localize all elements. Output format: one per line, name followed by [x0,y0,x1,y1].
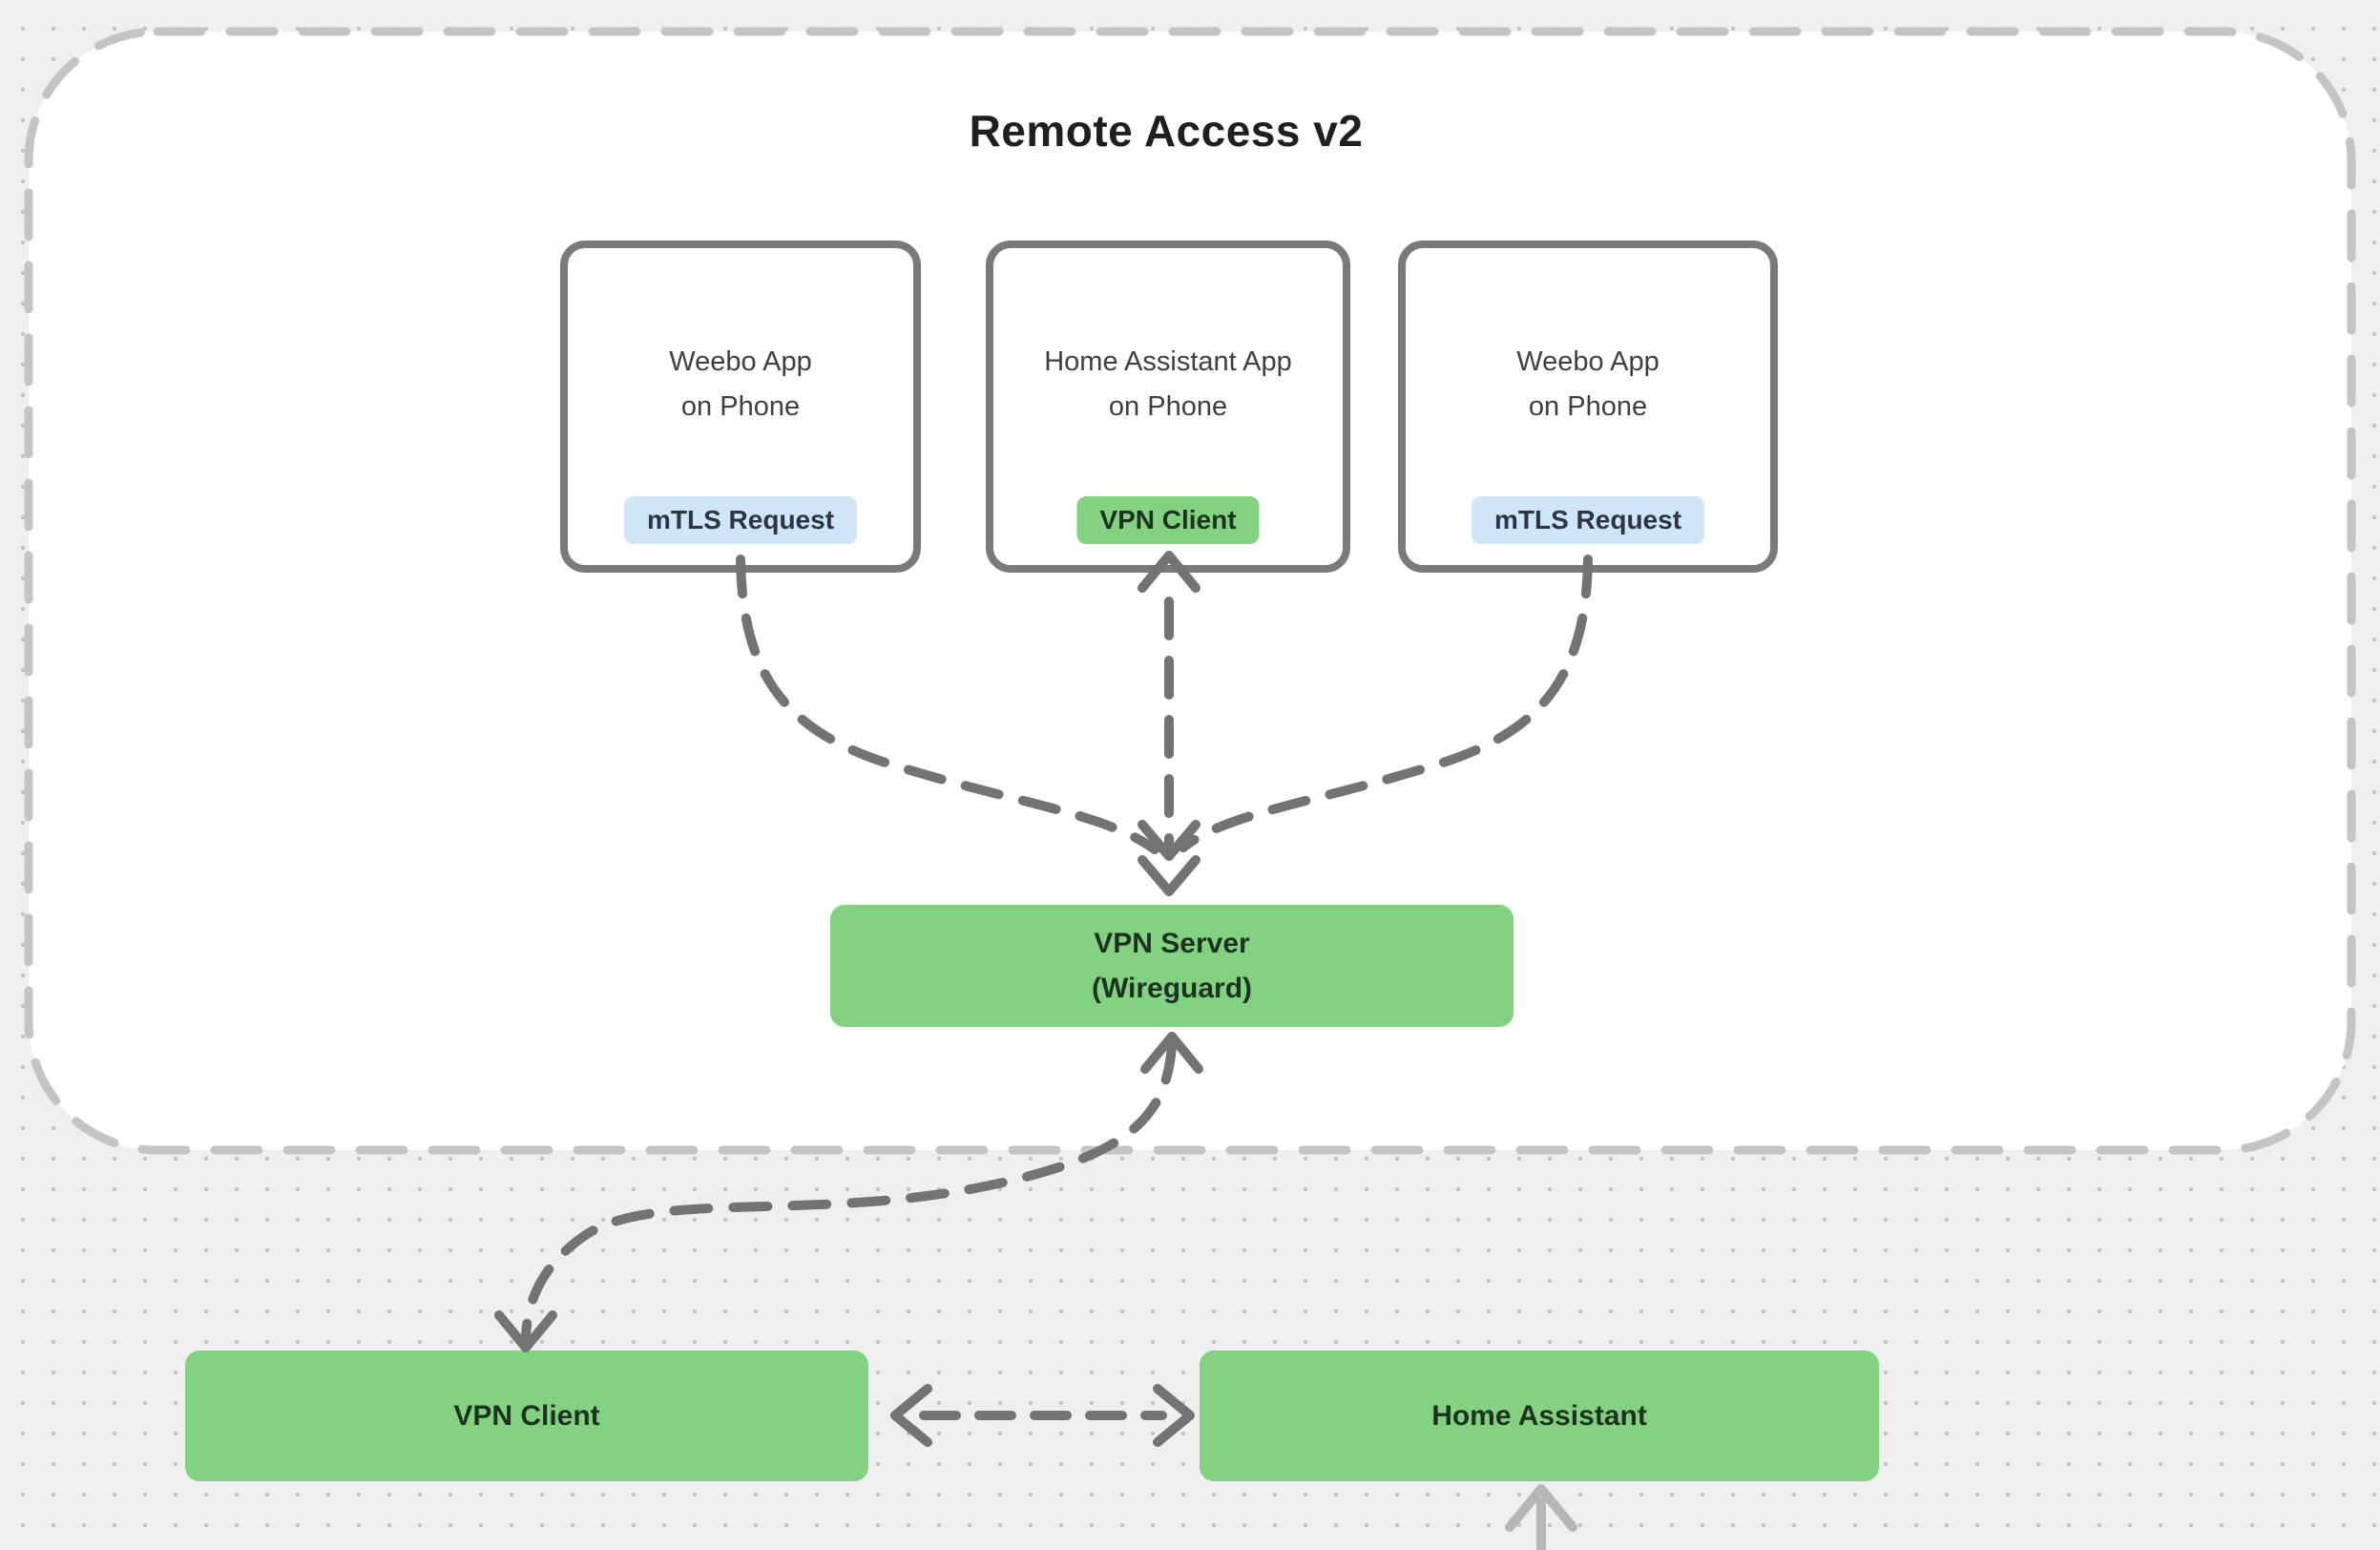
node-label: Weebo App on Phone [1406,340,1770,429]
node-label-line1: Home Assistant App [1044,346,1292,377]
node-label-line2: on Phone [1528,391,1648,422]
node-weebo-app-left[interactable]: Weebo App on Phone mTLS Request [560,241,921,573]
node-label: VPN Client [453,1400,600,1432]
badge-mtls-request[interactable]: mTLS Request [623,496,858,544]
node-label-line2: (Wireguard) [1091,973,1253,1004]
arrowhead-left-icon [890,1384,932,1447]
node-label-line2: on Phone [680,391,801,422]
node-label: Home Assistant App on Phone [993,340,1343,429]
badge-mtls-request[interactable]: mTLS Request [1471,496,1705,544]
badge-vpn-client[interactable]: VPN Client [1076,496,1260,544]
node-label-line1: VPN Server [1094,928,1250,959]
node-label: Home Assistant [1431,1400,1647,1432]
node-label-line2: on Phone [1108,391,1228,422]
node-vpn-client[interactable]: VPN Client [185,1351,868,1481]
node-home-assistant[interactable]: Home Assistant [1200,1351,1879,1481]
arrowhead-right-icon [1153,1384,1195,1447]
arrowhead-up-icon [1505,1484,1577,1532]
arrowhead-down-icon [494,1310,557,1352]
node-home-assistant-app[interactable]: Home Assistant App on Phone VPN Client [986,241,1350,573]
page-title: Remote Access v2 [969,106,1364,156]
node-vpn-server[interactable]: VPN Server (Wireguard) [830,905,1514,1027]
node-label: Weebo App on Phone [568,340,913,429]
node-label-line1: Weebo App [669,346,812,377]
node-label-line1: Weebo App [1516,346,1660,377]
node-weebo-app-right[interactable]: Weebo App on Phone mTLS Request [1398,241,1778,573]
